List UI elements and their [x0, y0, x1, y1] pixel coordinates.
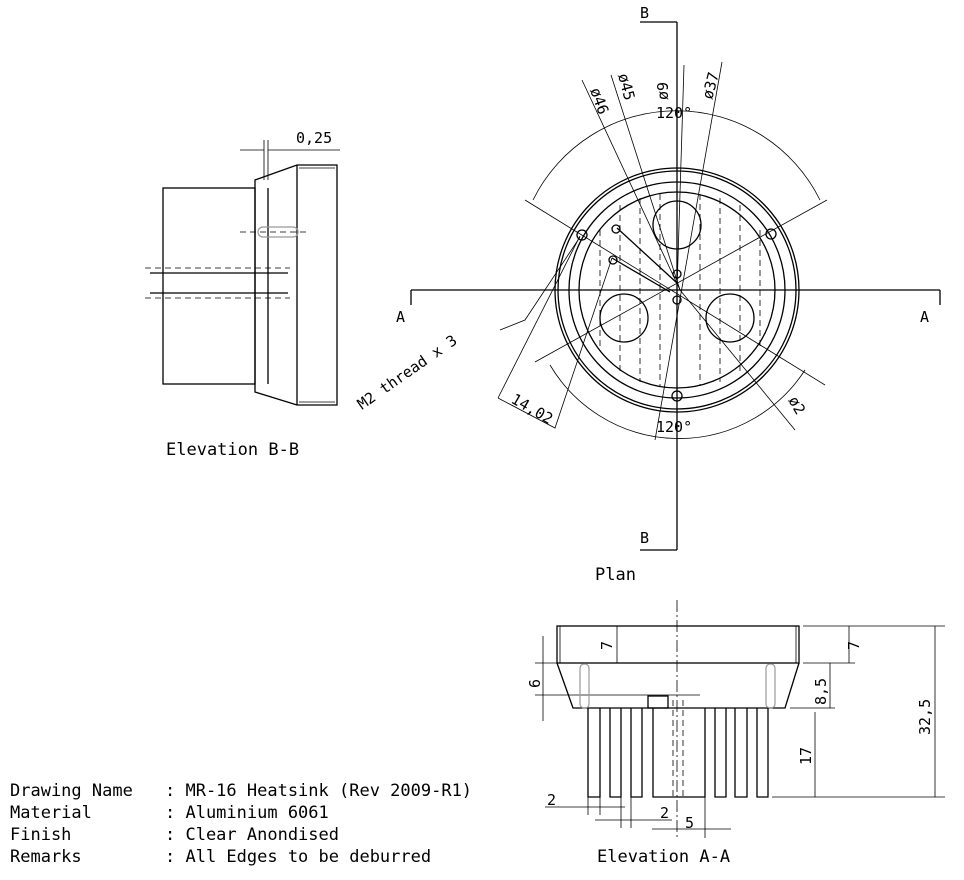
- section-marker-bottom: B: [640, 529, 649, 547]
- thread-note: M2 thread x 3: [354, 331, 460, 413]
- field-label: Drawing Name: [10, 781, 133, 801]
- field-label: Remarks: [10, 847, 82, 867]
- dim-32-5: 32,5: [916, 699, 934, 735]
- dim-0-25: 0,25: [296, 129, 332, 147]
- dim-core-half: 5: [685, 814, 694, 832]
- title-block-row: Material : Aluminium 6061: [10, 802, 472, 824]
- plan-view: B B A A: [354, 4, 941, 585]
- dim-6: 6: [526, 679, 544, 688]
- hatch-area: [599, 194, 761, 386]
- dim-diameter-45: ø45: [614, 71, 638, 102]
- angle-bottom-label: 120°: [656, 418, 692, 436]
- elevation-aa-view: 7 6 7 8,5 17 32,5 2 2 5 Elevation A-A: [526, 600, 945, 867]
- section-marker-right: A: [920, 308, 929, 326]
- title-block: Drawing Name : MR-16 Heatsink (Rev 2009-R…: [10, 780, 472, 868]
- elevation-aa-title: Elevation A-A: [597, 847, 730, 867]
- angle-top-label: 120°: [656, 104, 692, 122]
- dim-diameter-9: ø9: [654, 82, 672, 100]
- dim-7-left: 7: [598, 641, 616, 650]
- dim-offset-14-02: 14,02: [508, 390, 556, 428]
- title-block-row: Drawing Name : MR-16 Heatsink (Rev 2009-R…: [10, 780, 472, 802]
- dim-diameter-46: ø46: [586, 85, 612, 117]
- field-label: Finish: [10, 825, 72, 845]
- dim-diameter-2: ø2: [785, 393, 810, 418]
- dim-17: 17: [797, 747, 815, 765]
- dim-fin-width: 2: [547, 791, 556, 809]
- dim-7-right: 7: [845, 641, 863, 650]
- elevation-bb-title: Elevation B-B: [166, 440, 299, 460]
- plan-title: Plan: [595, 565, 636, 585]
- title-block-row: Finish : Clear Anondised: [10, 824, 472, 846]
- fins: [587, 708, 769, 798]
- section-marker-top: B: [640, 4, 649, 22]
- field-value: : All Edges to be deburred: [165, 847, 432, 867]
- dim-diameter-37: ø37: [698, 70, 722, 101]
- title-block-row: Remarks : All Edges to be deburred: [10, 846, 472, 868]
- dim-8-5: 8,5: [812, 678, 830, 705]
- field-value: : Clear Anondised: [165, 825, 339, 845]
- field-label: Material: [10, 803, 92, 823]
- dim-fin-gap: 2: [660, 804, 669, 822]
- field-value: : Aluminium 6061: [165, 803, 329, 823]
- field-value: : MR-16 Heatsink (Rev 2009-R1): [165, 781, 473, 801]
- section-marker-left: A: [396, 308, 405, 326]
- elevation-bb-view: 0,25 Elevation B-B: [145, 129, 340, 460]
